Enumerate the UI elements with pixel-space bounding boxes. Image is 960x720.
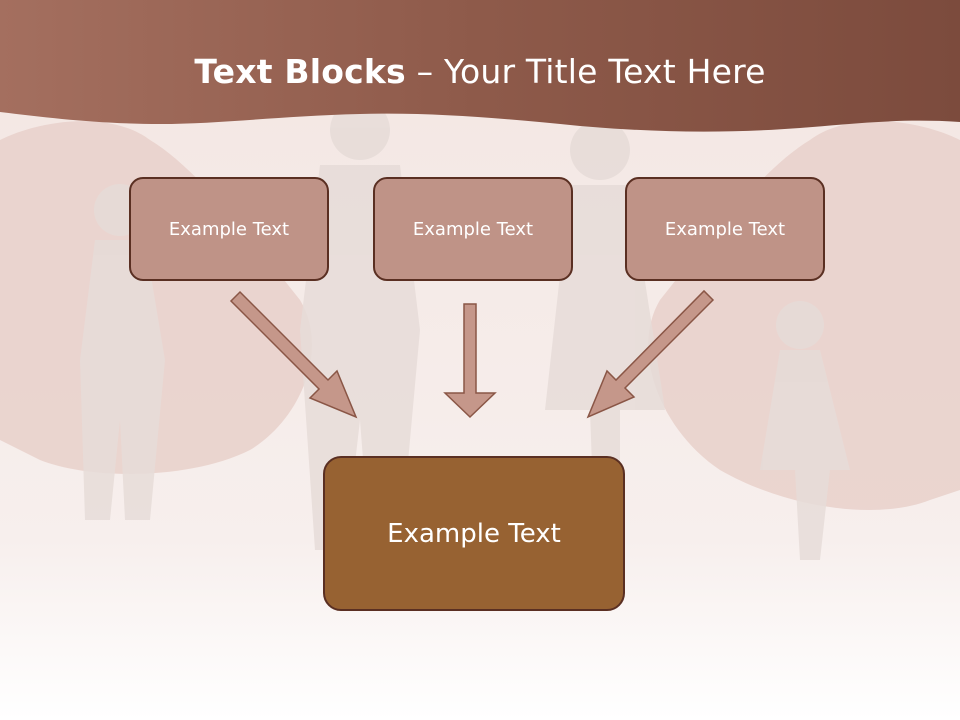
text-block-2[interactable]: Example Text <box>373 177 573 281</box>
text-block-1-label: Example Text <box>168 218 290 240</box>
title-dash: – <box>405 52 444 91</box>
title-rest-text: Your Title Text Here <box>443 52 766 91</box>
arrow-center-down <box>443 303 497 419</box>
header-band <box>0 0 960 132</box>
text-block-2-label: Example Text <box>412 218 534 240</box>
result-text-block-label: Example Text <box>387 518 561 549</box>
slide-title: Text Blocks – Your Title Text Here <box>0 52 960 91</box>
arrow-left-down-right <box>229 290 358 419</box>
result-text-block[interactable]: Example Text <box>323 456 625 611</box>
title-bold-text: Text Blocks <box>194 52 406 91</box>
text-block-1[interactable]: Example Text <box>129 177 329 281</box>
left-hand-shape <box>0 121 312 474</box>
text-block-3[interactable]: Example Text <box>625 177 825 281</box>
text-block-3-label: Example Text <box>664 218 786 240</box>
arrow-right-down-left <box>586 289 715 419</box>
